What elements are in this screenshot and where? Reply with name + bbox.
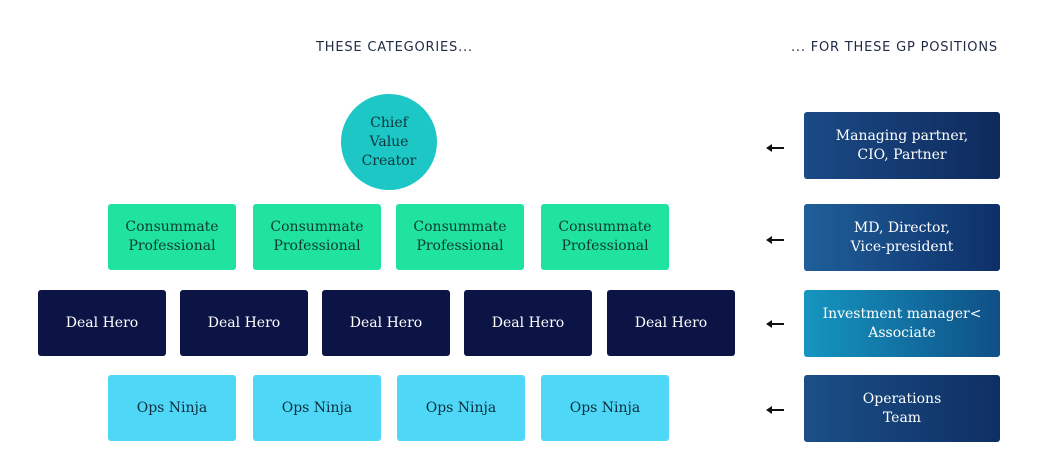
consummate-professional-node: Consummate Professional bbox=[253, 204, 381, 270]
deal-hero-node: Deal Hero bbox=[607, 290, 735, 356]
chief-line-2: Value bbox=[369, 133, 409, 150]
gp-positions-heading: ... FOR THESE GP POSITIONS bbox=[791, 40, 998, 55]
categories-heading: THESE CATEGORIES... bbox=[316, 40, 473, 55]
ops-ninja-label: Ops Ninja bbox=[569, 399, 641, 416]
deal-hero-node: Deal Hero bbox=[38, 290, 166, 356]
arrow-left-icon bbox=[766, 405, 784, 415]
gp-position-managing-partner: Managing partner, CIO, Partner bbox=[804, 112, 1000, 179]
arrow-left-icon bbox=[766, 143, 784, 153]
ops-ninja-label: Ops Ninja bbox=[425, 399, 497, 416]
deal-hero-label: Deal Hero bbox=[65, 314, 139, 331]
gp-position-line-2: Vice-president bbox=[850, 238, 954, 255]
deal-hero-label: Deal Hero bbox=[634, 314, 708, 331]
arrow-left-icon bbox=[766, 319, 784, 329]
gp-position-line-2: Team bbox=[882, 409, 922, 426]
consummate-professional-node: Consummate Professional bbox=[541, 204, 669, 270]
gp-position-line-2: Associate bbox=[868, 324, 936, 341]
consummate-professional-node: Consummate Professional bbox=[108, 204, 236, 270]
ops-ninja-label: Ops Ninja bbox=[281, 399, 353, 416]
gp-position-line-1: Operations bbox=[862, 390, 942, 407]
gp-position-line-2: CIO, Partner bbox=[857, 146, 947, 163]
arrow-left-icon bbox=[766, 235, 784, 245]
consummate-professional-node: Consummate Professional bbox=[396, 204, 524, 270]
ops-ninja-node: Ops Ninja bbox=[397, 375, 525, 441]
ops-ninja-node: Ops Ninja bbox=[108, 375, 236, 441]
consummate-professional-line-2: Professional bbox=[273, 238, 361, 254]
deal-hero-label: Deal Hero bbox=[349, 314, 423, 331]
deal-hero-node: Deal Hero bbox=[180, 290, 308, 356]
gp-position-md-director: MD, Director, Vice-president bbox=[804, 204, 1000, 271]
gp-position-investment-manager: Investment manager< Associate bbox=[804, 290, 1000, 357]
consummate-professional-line-2: Professional bbox=[561, 238, 649, 254]
gp-position-line-1: MD, Director, bbox=[853, 219, 951, 236]
consummate-professional-line-1: Consummate bbox=[125, 219, 219, 235]
consummate-professional-line-1: Consummate bbox=[270, 219, 364, 235]
ops-ninja-node: Ops Ninja bbox=[253, 375, 381, 441]
deal-hero-label: Deal Hero bbox=[491, 314, 565, 331]
consummate-professional-line-1: Consummate bbox=[558, 219, 652, 235]
deal-hero-node: Deal Hero bbox=[464, 290, 592, 356]
chief-line-1: Chief bbox=[370, 114, 408, 131]
ops-ninja-node: Ops Ninja bbox=[541, 375, 669, 441]
gp-position-operations-team: Operations Team bbox=[804, 375, 1000, 442]
deal-hero-node: Deal Hero bbox=[322, 290, 450, 356]
consummate-professional-line-2: Professional bbox=[416, 238, 504, 254]
deal-hero-label: Deal Hero bbox=[207, 314, 281, 331]
ops-ninja-label: Ops Ninja bbox=[136, 399, 208, 416]
gp-position-line-1: Managing partner, bbox=[835, 127, 969, 144]
consummate-professional-line-1: Consummate bbox=[413, 219, 507, 235]
chief-value-creator-node: Chief Value Creator bbox=[341, 94, 437, 190]
gp-position-line-1: Investment manager< bbox=[822, 305, 982, 322]
chief-line-3: Creator bbox=[361, 152, 417, 169]
consummate-professional-line-2: Professional bbox=[128, 238, 216, 254]
